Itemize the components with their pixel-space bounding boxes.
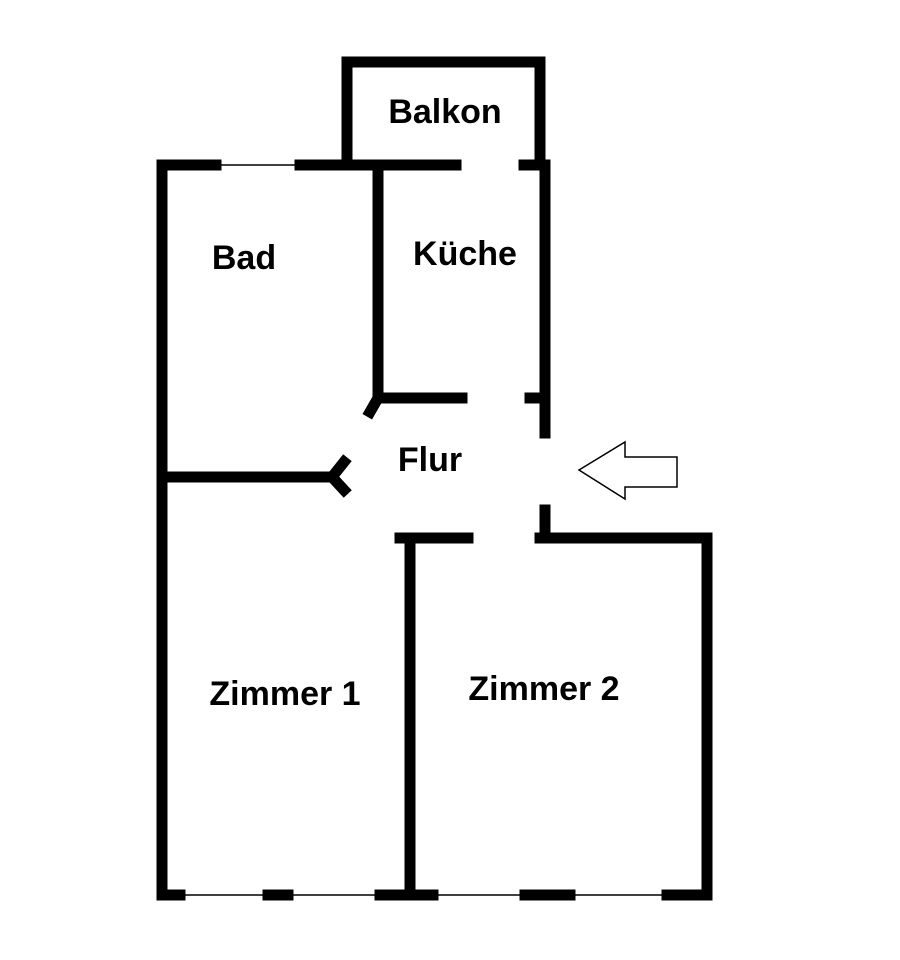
arrow-left-icon [577,440,678,501]
balkon-walls [341,56,546,169]
room-label-balkon: Balkon [388,93,501,131]
room-label-zimmer2: Zimmer 2 [468,670,619,708]
room-label-bad: Bad [212,239,276,277]
room-label-kueche: Küche [413,235,517,273]
walls [156,56,713,901]
room-label-zimmer1: Zimmer 1 [209,675,360,713]
door-hook [362,390,386,420]
zimmer2-top-wall [534,532,713,901]
room-label-flur: Flur [398,441,462,479]
door-hook [324,454,352,498]
